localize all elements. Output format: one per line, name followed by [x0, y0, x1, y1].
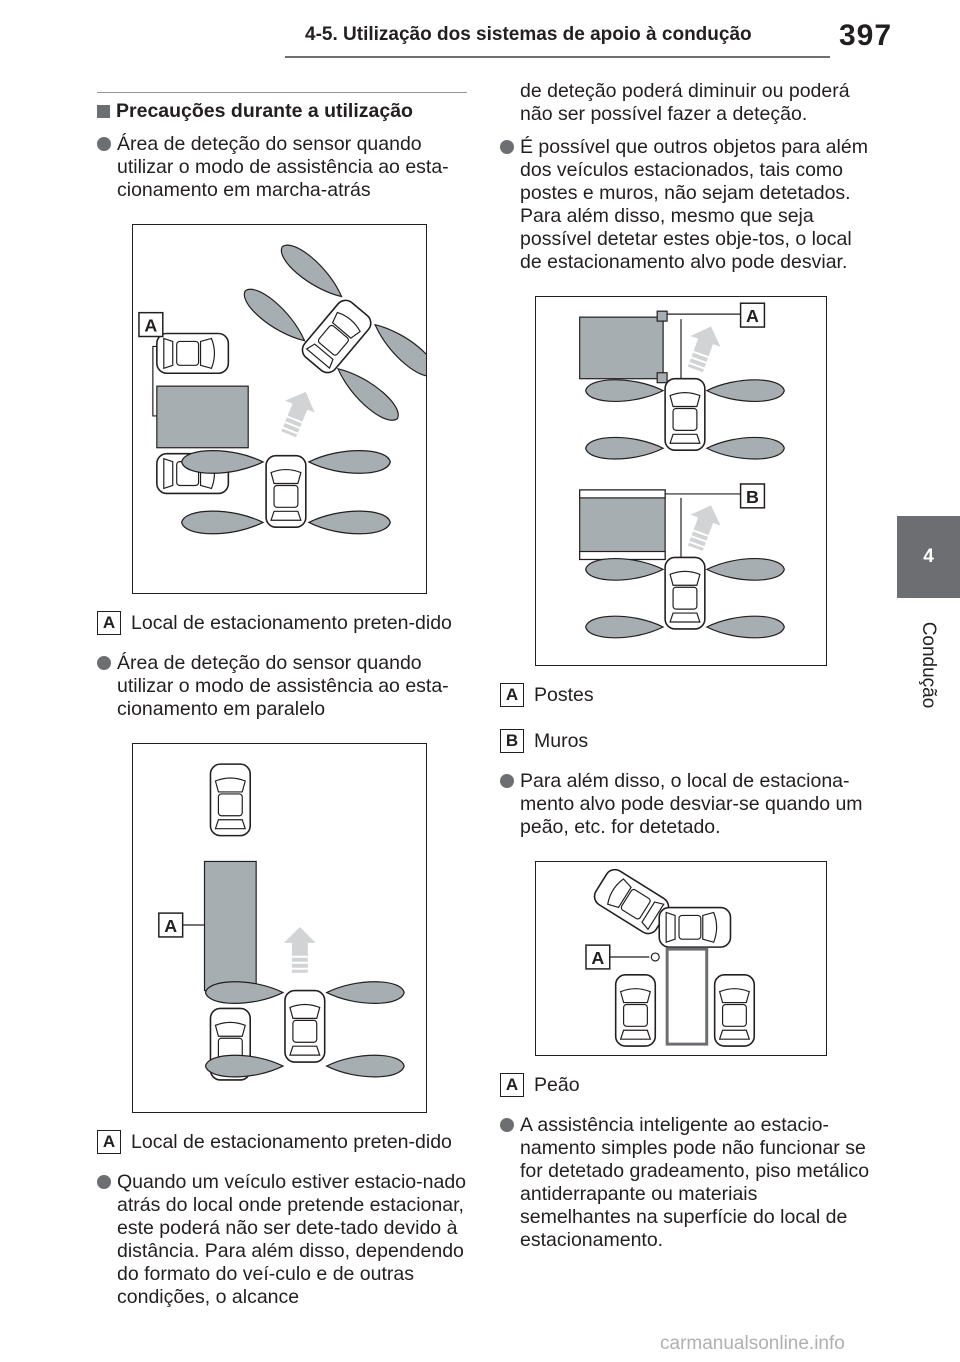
- bullet-text: Quando um veículo estiver estacio-nado a…: [117, 1171, 467, 1308]
- right-column: de deteção poderá diminuir ou poderá não…: [500, 80, 870, 1262]
- watermark: carmanualsonline.info: [660, 1333, 845, 1354]
- figure-pedestrian: A: [535, 861, 827, 1056]
- legend-parking-space: A Local de estacionamento preten-dido: [97, 1125, 467, 1159]
- reverse-parking-illustration: A: [138, 237, 426, 535]
- continued-paragraph: de deteção poderá diminuir ou poderá não…: [520, 80, 850, 125]
- target-parking-space: [203, 860, 257, 992]
- bullet-parallel-parking-area: Área de deteção do sensor quando utiliza…: [97, 652, 467, 721]
- bullet-dot-icon: [97, 656, 111, 670]
- callout-letter-a: A: [746, 306, 759, 326]
- figure-parallel-parking: A: [132, 743, 427, 1113]
- chapter-name-label: Condução: [910, 615, 946, 715]
- legend-key-a: A: [97, 1130, 121, 1154]
- page-number: 397: [839, 19, 893, 52]
- bullet-pedestrian: Para além disso, o local de estaciona-me…: [500, 770, 870, 839]
- bullet-text: É possível que outros objetos para além …: [520, 136, 868, 273]
- square-bullet-icon: [97, 105, 110, 118]
- bullet-reverse-parking-area: Área de deteção do sensor quando utiliza…: [97, 133, 467, 202]
- legend-key-b: B: [500, 729, 524, 753]
- callout-box: [739, 483, 766, 509]
- post: [656, 310, 668, 322]
- legend-parking-space: A Local de estacionamento preten-dido: [97, 606, 467, 640]
- posts-walls-illustration: A B: [579, 302, 785, 639]
- running-header-title: 4-5. Utilização dos sistemas de apoio à …: [305, 24, 752, 45]
- legend-key-a: A: [97, 611, 121, 635]
- callout-letter-a: A: [144, 316, 157, 336]
- chapter-name: Condução: [918, 621, 939, 709]
- bullet-text: Área de deteção do sensor quando utiliza…: [117, 652, 449, 720]
- callout-letter-a: A: [591, 948, 604, 968]
- figure-posts-walls: A B: [535, 296, 827, 666]
- legend-key-a: A: [500, 1073, 524, 1097]
- legend-text: Local de estacionamento preten-dido: [131, 1131, 452, 1153]
- target-parking-space: [156, 385, 249, 449]
- header-rule: [285, 56, 830, 58]
- callout-letter-b: B: [746, 487, 759, 507]
- parking-space-wall: [579, 489, 666, 561]
- bullet-dot-icon: [500, 1118, 514, 1132]
- target-parking-space: [665, 947, 709, 1046]
- chapter-number: 4: [923, 546, 934, 567]
- left-column: Precauções durante a utilização Área de …: [97, 92, 467, 1319]
- section-heading: Precauções durante a utilização: [97, 100, 467, 123]
- bullet-text: A assistência inteligente ao estacio-nam…: [520, 1114, 870, 1251]
- wall: [579, 489, 666, 499]
- parallel-parking-illustration: A: [158, 763, 405, 1081]
- bullet-dot-icon: [500, 140, 514, 154]
- legend-posts: A Postes: [500, 678, 870, 712]
- legend-text: Local de estacionamento preten-dido: [131, 612, 452, 634]
- post: [656, 372, 668, 384]
- section-rule: [97, 92, 467, 93]
- pedestrian-icon: [650, 952, 660, 962]
- parking-space-posts: [579, 316, 664, 380]
- callout-letter-a: A: [164, 916, 177, 936]
- bullet-text: Área de deteção do sensor quando utiliza…: [117, 133, 449, 201]
- legend-pedestrian: A Peão: [500, 1068, 870, 1102]
- chapter-tab[interactable]: 4: [897, 516, 960, 598]
- callout-box: [585, 944, 611, 970]
- section-heading-text: Precauções durante a utilização: [116, 100, 413, 122]
- callout-box: [739, 302, 766, 328]
- bullet-dot-icon: [97, 137, 111, 151]
- figure-reverse-parking: A: [132, 224, 427, 594]
- bullet-grating-surfaces: A assistência inteligente ao estacio-nam…: [500, 1114, 870, 1252]
- bullet-text: Para além disso, o local de estaciona-me…: [520, 770, 863, 838]
- pedestrian-illustration: A: [585, 865, 756, 1047]
- bullet-dot-icon: [97, 1175, 111, 1189]
- legend-key-a: A: [500, 683, 524, 707]
- callout-box: [138, 311, 164, 338]
- legend-text: Peão: [534, 1074, 580, 1096]
- bullet-dot-icon: [500, 774, 514, 788]
- legend-text: Postes: [534, 684, 594, 706]
- bullet-rear-vehicle-detection: Quando um veículo estiver estacio-nado a…: [97, 1171, 467, 1309]
- callout-box: [158, 912, 184, 938]
- legend-walls: B Muros: [500, 724, 870, 758]
- legend-text: Muros: [534, 730, 589, 752]
- bullet-posts-walls: É possível que outros objetos para além …: [500, 136, 870, 274]
